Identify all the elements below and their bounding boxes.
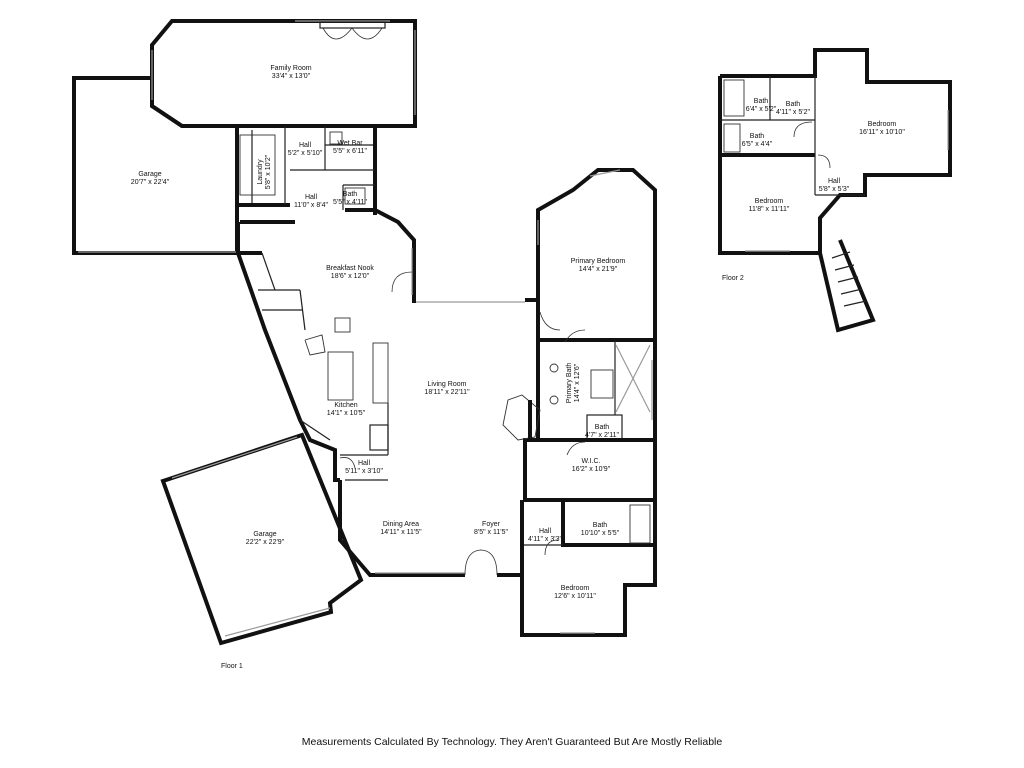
bath-a-dim: 5'5" x 4'11" <box>333 199 367 206</box>
wet-bar-name: Wet Bar <box>337 140 363 147</box>
family-room-name: Family Room <box>270 65 311 72</box>
hall-a-name: Hall <box>299 142 312 149</box>
laundry-name: Laundry <box>257 159 264 185</box>
bath-f-dim: 6'5" x 4'4" <box>742 141 773 148</box>
bath-b-name: Bath <box>595 424 610 431</box>
breakfast-nook-dim: 18'6" x 12'0" <box>331 273 370 280</box>
bath-c-dim: 10'10" x 5'5" <box>581 530 620 537</box>
hall-e-dim: 5'8" x 5'3" <box>819 186 850 193</box>
wic-dim: 16'2" x 10'9" <box>572 466 611 473</box>
bath-a-name: Bath <box>343 191 358 198</box>
bedroom-b-dim: 16'11" x 10'10" <box>859 129 905 136</box>
wic-name: W.I.C. <box>581 458 600 465</box>
dining-area-name: Dining Area <box>383 521 419 528</box>
foyer-dim: 8'5" x 11'5" <box>474 529 508 536</box>
disclaimer-text: Measurements Calculated By Technology. T… <box>301 736 723 748</box>
floor1-label: Floor 1 <box>221 663 243 670</box>
bath-d-name: Bath <box>754 98 769 105</box>
hall-d-dim: 4'11" x 3'3" <box>528 536 562 543</box>
floor1-openings <box>78 20 653 634</box>
bath-d-dim: 6'4" x 5'2" <box>746 106 777 113</box>
hall-b-name: Hall <box>305 194 318 201</box>
dining-walls <box>338 480 465 577</box>
bedroom-a-dim: 12'6" x 10'11" <box>554 593 596 600</box>
floor1-walls <box>72 19 657 637</box>
bath-c-walls <box>561 498 657 547</box>
wet-bar-dim: 5'5" x 6'11" <box>333 148 367 155</box>
primary-bedroom-walls <box>536 168 657 340</box>
garage-a-dim: 20'7" x 22'4" <box>131 179 170 186</box>
bedroom-c-name: Bedroom <box>755 198 784 205</box>
floor2-walls <box>718 48 952 333</box>
primary-bath-name: Primary Bath <box>566 363 573 404</box>
family-room-dim: 33'4" x 13'0" <box>272 73 311 80</box>
bath-e-dim: 4'11" x 5'2" <box>776 109 810 116</box>
garage-b-name: Garage <box>253 531 276 538</box>
foyer-name: Foyer <box>482 521 501 528</box>
kitchen-dim: 14'1" x 10'5" <box>327 410 366 417</box>
bedroom-c-dim: 11'8" x 11'11" <box>749 206 790 213</box>
primary-bedroom-dim: 14'4" x 21'9" <box>579 266 618 273</box>
bedroom-a-walls <box>520 545 657 637</box>
hall-e-name: Hall <box>828 178 841 185</box>
kitchen-wing-walls <box>236 252 340 482</box>
living-room-dim: 18'11" x 22'11" <box>424 389 470 396</box>
bedroom-b-name: Bedroom <box>868 121 897 128</box>
garage-a-walls-2 <box>72 76 238 255</box>
floor2-labels: Bath 6'4" x 5'2" Bath 4'11" x 5'2" Bath … <box>722 98 905 282</box>
hall-d-name: Hall <box>539 528 552 535</box>
bedroom-a-name: Bedroom <box>561 585 590 592</box>
bath-e-name: Bath <box>786 101 801 108</box>
bath-b-dim: 4'7" x 2'11" <box>585 432 619 439</box>
garage-b-dim: 22'2" x 22'9" <box>246 539 285 546</box>
hall-b-dim: 11'0" x 8'4" <box>294 202 328 209</box>
floor1-labels: Family Room 33'4" x 13'0" Garage 20'7" x… <box>131 65 626 670</box>
hall-a-dim: 5'2" x 5'10" <box>288 150 323 157</box>
laundry-dim: 5'8" x 10'2" <box>265 154 272 189</box>
hall-c-name: Hall <box>358 460 371 467</box>
floor2-label: Floor 2 <box>722 275 744 282</box>
primary-bedroom-name: Primary Bedroom <box>571 258 626 265</box>
hall-c-dim: 5'11" x 3'10" <box>345 468 383 475</box>
fireplace <box>502 394 541 441</box>
primary-bath-dim: 14'4" x 12'6" <box>574 363 581 402</box>
bath-c-name: Bath <box>593 522 608 529</box>
garage-b-walls <box>160 432 364 646</box>
garage-a-name: Garage <box>138 171 161 178</box>
bath-f-name: Bath <box>750 133 765 140</box>
dining-area-dim: 14'11" x 11'5" <box>380 529 422 536</box>
breakfast-nook-name: Breakfast Nook <box>326 265 374 272</box>
living-room-name: Living Room <box>428 381 467 388</box>
kitchen-name: Kitchen <box>334 402 357 409</box>
